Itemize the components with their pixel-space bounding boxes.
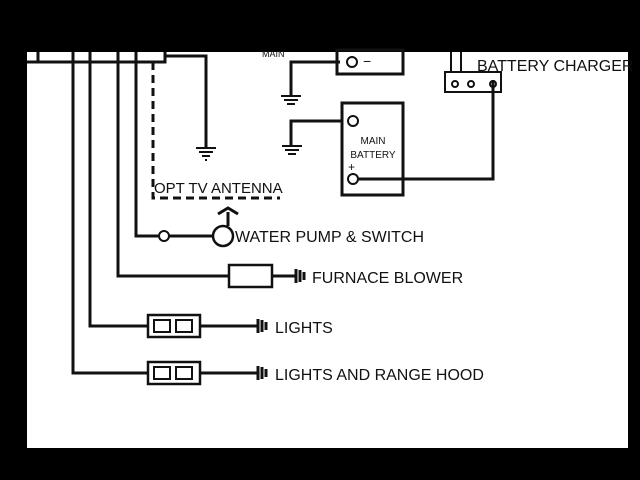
label-opt-tv-antenna: OPT TV ANTENNA — [154, 180, 283, 197]
wiring-diagram-sheet — [27, 52, 628, 448]
switch-icon — [158, 230, 170, 242]
minus-sign: − — [363, 53, 371, 69]
label-main-top: MAIN — [262, 49, 285, 59]
ground-icon — [196, 95, 302, 161]
wire-lights-range-hood — [71, 52, 148, 375]
main-upper-box — [335, 48, 405, 76]
wire-ground-1 — [165, 54, 208, 148]
wire-water-pump — [134, 52, 158, 238]
bus-lines — [27, 52, 280, 375]
furnace-blower-icon — [227, 263, 274, 289]
wire-furnace — [116, 52, 229, 278]
label-water-pump: WATER PUMP & SWITCH — [235, 229, 424, 246]
battery-charger-terminal — [444, 71, 502, 93]
plus-sign: + — [348, 160, 355, 174]
label-furnace-blower: FURNACE BLOWER — [312, 270, 463, 287]
top-bus — [27, 52, 167, 64]
wire-tv-antenna — [151, 62, 280, 200]
label-main-battery-2: BATTERY — [350, 150, 396, 161]
pump-icon — [211, 224, 235, 248]
label-main-battery-1: MAIN — [361, 136, 386, 147]
main-battery-box — [340, 101, 405, 197]
label-lights: LIGHTS — [275, 320, 333, 337]
wire-lights — [88, 52, 148, 328]
label-lights-range-hood: LIGHTS AND RANGE HOOD — [275, 367, 484, 384]
label-battery-charger: BATTERY CHARGER — [477, 58, 633, 75]
